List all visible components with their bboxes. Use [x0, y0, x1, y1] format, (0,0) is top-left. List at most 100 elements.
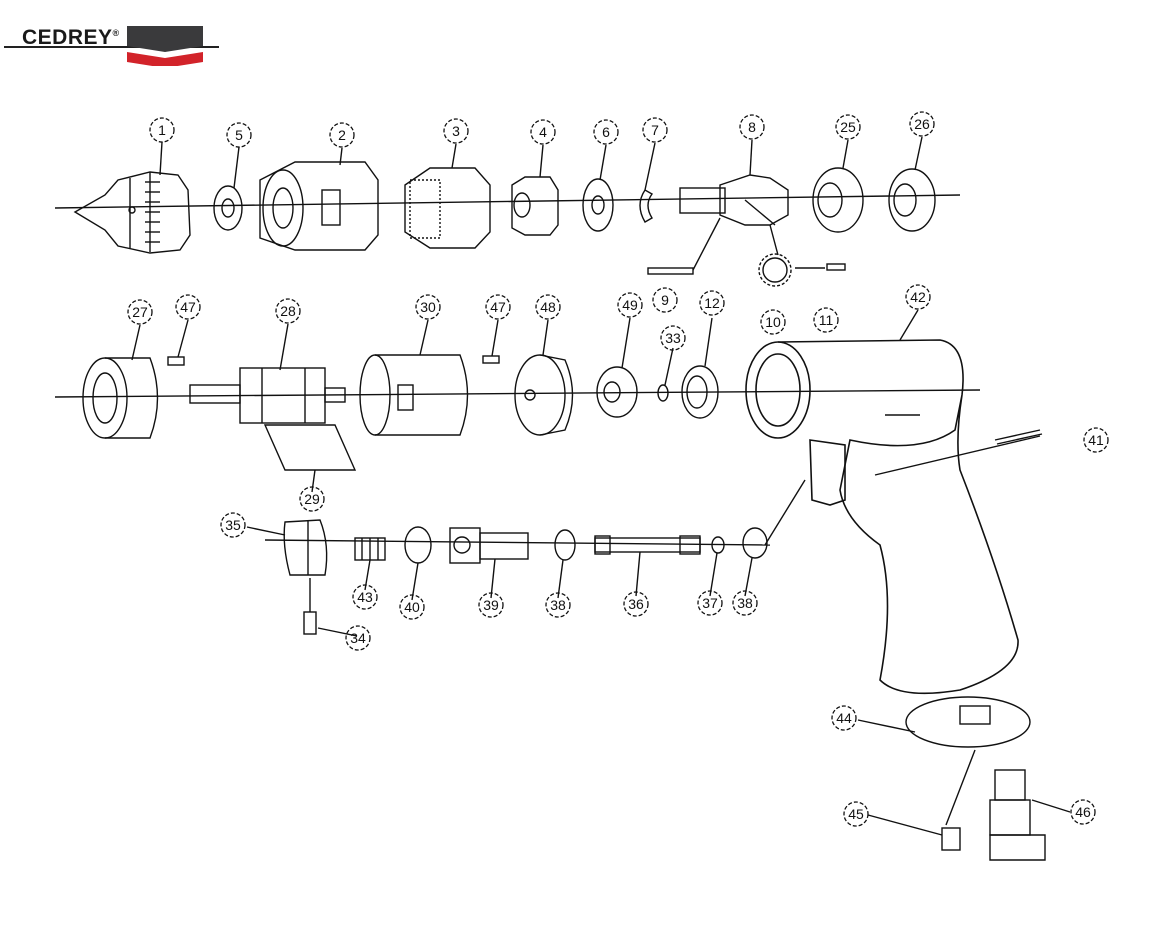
callout-circle: [127, 299, 153, 325]
part-ring-12: [681, 365, 719, 419]
part-rotor-28: [189, 367, 346, 424]
callout-circle: [530, 119, 556, 145]
axis-line-top: [54, 194, 961, 209]
part-oring-33: [657, 384, 669, 402]
callout-c6: 6: [593, 119, 619, 145]
callout-c30: 30: [415, 294, 441, 320]
part-bearing-25: [812, 167, 864, 233]
callout-c2: 2: [329, 122, 355, 148]
callout-c37: 37: [697, 590, 723, 616]
part-valve-39: [449, 527, 529, 564]
callout-c11: 11: [813, 307, 839, 333]
callout-circle: [739, 114, 765, 140]
callout-circle: [149, 117, 175, 143]
callout-label: 41: [1088, 432, 1104, 448]
callout-label: 11: [819, 312, 834, 328]
callout-circle: [835, 114, 861, 140]
brand-chevron-icon: [127, 26, 203, 66]
part-cylinder-30: [359, 354, 469, 436]
part-screw-34: [303, 578, 317, 635]
callout-c47a: 47: [175, 294, 201, 320]
callout-circle: [905, 284, 931, 310]
callout-c9: 9: [652, 287, 678, 313]
callout-label: 30: [420, 299, 436, 315]
callout-c29: 29: [299, 486, 325, 512]
callout-circle: [760, 309, 786, 335]
callout-c44: 44: [831, 705, 857, 731]
callout-label: 42: [910, 289, 926, 305]
callout-c43: 43: [352, 584, 378, 610]
callout-c46: 46: [1070, 799, 1096, 825]
callout-label: 36: [628, 596, 644, 612]
callout-circle: [478, 592, 504, 618]
callout-label: 2: [338, 127, 346, 143]
callout-label: 9: [661, 292, 669, 308]
callout-label: 45: [848, 806, 864, 822]
callout-circle: [593, 119, 619, 145]
callout-circle: [617, 292, 643, 318]
callout-label: 48: [540, 299, 556, 315]
callout-label: 39: [483, 597, 499, 613]
part-washer-5: [213, 185, 243, 231]
callout-circle: [1070, 799, 1096, 825]
callout-circle: [831, 705, 857, 731]
part-pin-41: [874, 429, 1043, 476]
callout-circle: [843, 801, 869, 827]
callout-label: 3: [452, 123, 460, 139]
callout-circle: [352, 584, 378, 610]
callout-c10: 10: [760, 309, 786, 335]
callout-circle: [697, 590, 723, 616]
callout-c39: 39: [478, 592, 504, 618]
callout-label: 26: [914, 116, 930, 132]
callout-label: 43: [357, 589, 373, 605]
callout-label: 34: [350, 630, 366, 646]
part-inlet-46: [989, 769, 1046, 861]
part-trigger-35: [283, 519, 328, 576]
callout-label: 12: [704, 295, 720, 311]
part-valve-stem-36: [594, 535, 701, 555]
callout-label: 28: [280, 303, 296, 319]
callout-circle: [415, 294, 441, 320]
part-pin-9: [647, 217, 721, 275]
callout-c34: 34: [345, 625, 371, 651]
callout-label: 38: [737, 595, 753, 611]
callout-c38b: 38: [732, 590, 758, 616]
callout-c48: 48: [535, 294, 561, 320]
callout-label: 46: [1075, 804, 1091, 820]
callout-label: 4: [539, 124, 547, 140]
callout-circle: [399, 594, 425, 620]
part-housing-42: [745, 339, 1019, 695]
callout-circle: [699, 290, 725, 316]
callout-label: 35: [225, 517, 241, 533]
registered-mark: ®: [112, 28, 120, 38]
part-chuck: [73, 171, 191, 254]
callout-c26: 26: [909, 111, 935, 137]
callout-c47b: 47: [485, 294, 511, 320]
part-end-plate-48: [514, 354, 574, 436]
part-spring-43: [354, 537, 386, 561]
callout-c36: 36: [623, 591, 649, 617]
part-vane-29: [263, 424, 357, 471]
callout-circle: [443, 118, 469, 144]
callout-circle: [545, 592, 571, 618]
callout-c28: 28: [275, 298, 301, 324]
callout-c41: 41: [1083, 427, 1109, 453]
part-bottom-plate-44: [905, 696, 1031, 748]
callout-c42: 42: [905, 284, 931, 310]
axis-line-middle: [54, 389, 981, 398]
callout-label: 33: [665, 330, 681, 346]
part-pin-47b: [482, 355, 500, 364]
part-oring-38a: [554, 529, 576, 561]
callout-c1: 1: [149, 117, 175, 143]
callout-label: 7: [651, 122, 659, 138]
callout-label: 6: [602, 124, 610, 140]
callout-circle: [345, 625, 371, 651]
callout-circle: [535, 294, 561, 320]
part-oring-38b: [742, 527, 768, 559]
callout-circle: [642, 117, 668, 143]
callout-c35: 35: [220, 512, 246, 538]
part-clip-7: [639, 189, 654, 223]
callout-circle: [660, 325, 686, 351]
callout-circle: [220, 512, 246, 538]
callout-circle: [329, 122, 355, 148]
